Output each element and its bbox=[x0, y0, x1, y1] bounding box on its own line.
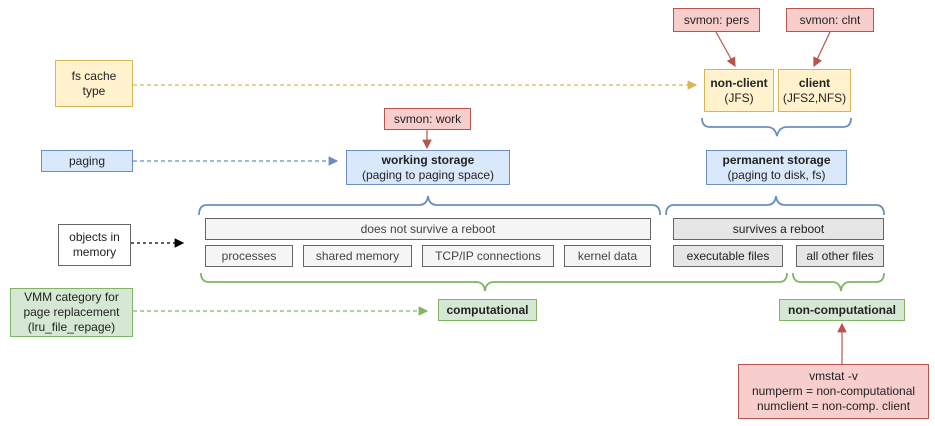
survives-box: survives a reboot bbox=[673, 218, 884, 240]
svmon-pers-box: svmon: pers bbox=[673, 8, 760, 32]
tcpip-connections-box: TCP/IP connections bbox=[422, 245, 554, 267]
client-box: client (JFS2,NFS) bbox=[778, 69, 851, 112]
all-other-files-box: all other files bbox=[796, 245, 884, 267]
svmon-work-label: svmon: work bbox=[393, 111, 462, 126]
working-storage-box: working storage (paging to paging space) bbox=[346, 150, 510, 185]
processes-label: processes bbox=[221, 248, 277, 263]
does-not-survive-box: does not survive a reboot bbox=[205, 218, 651, 240]
vmm-category-box: VMM category for page replacement (lru_f… bbox=[10, 288, 133, 337]
executable-files-box: executable files bbox=[673, 245, 783, 267]
fs-cache-type-box: fs cache type bbox=[55, 60, 133, 107]
kernel-data-box: kernel data bbox=[564, 245, 651, 267]
vmm-category-label: VMM category for page replacement (lru_f… bbox=[23, 290, 120, 334]
permanent-storage-title: permanent storage bbox=[722, 152, 831, 167]
permanent-storage-box: permanent storage (paging to disk, fs) bbox=[706, 150, 847, 185]
svmon-clnt-label: svmon: clnt bbox=[799, 12, 861, 27]
computational-label: computational bbox=[446, 302, 529, 317]
objects-in-memory-box: objects in memory bbox=[58, 224, 131, 266]
executable-files-label: executable files bbox=[686, 248, 770, 263]
client-sub: (JFS2,NFS) bbox=[782, 90, 847, 105]
vmstat-line-2: numperm = non-computational bbox=[751, 384, 916, 398]
paging-label: paging bbox=[68, 153, 106, 168]
brace-working bbox=[198, 195, 661, 216]
brace-computational bbox=[200, 272, 788, 292]
non-client-title: non-client bbox=[710, 75, 768, 90]
tcpip-connections-label: TCP/IP connections bbox=[435, 248, 541, 263]
non-computational-label: non-computational bbox=[788, 302, 896, 317]
objects-in-memory-label: objects in memory bbox=[69, 230, 120, 259]
client-title: client bbox=[798, 75, 831, 90]
non-computational-box: non-computational bbox=[779, 299, 905, 321]
svmon-clnt-box: svmon: clnt bbox=[786, 8, 874, 32]
fs-cache-type-label: fs cache type bbox=[71, 68, 117, 98]
brace-permanent bbox=[665, 195, 885, 216]
non-client-box: non-client (JFS) bbox=[704, 69, 774, 112]
vmstat-line-1: vmstat -v bbox=[809, 369, 858, 383]
all-other-files-label: all other files bbox=[806, 248, 874, 263]
computational-box: computational bbox=[438, 299, 537, 321]
shared-memory-label: shared memory bbox=[315, 248, 400, 263]
non-client-sub: (JFS) bbox=[724, 90, 754, 105]
svmon-pers-arrow bbox=[715, 31, 736, 68]
processes-box: processes bbox=[205, 245, 293, 267]
kernel-data-label: kernel data bbox=[577, 248, 638, 263]
brace-non-computational bbox=[792, 272, 885, 292]
brace-file-cache bbox=[701, 117, 852, 137]
vmstat-box: vmstat -v numperm = non-computational nu… bbox=[738, 364, 929, 419]
survives-label: survives a reboot bbox=[732, 221, 825, 236]
vmstat-line-3: numclient = non-comp. client bbox=[756, 399, 911, 413]
working-storage-sub: (paging to paging space) bbox=[361, 167, 495, 182]
shared-memory-box: shared memory bbox=[303, 245, 412, 267]
does-not-survive-label: does not survive a reboot bbox=[360, 221, 496, 236]
working-storage-title: working storage bbox=[381, 152, 475, 167]
svmon-clnt-arrow bbox=[813, 31, 831, 68]
svmon-work-box: svmon: work bbox=[384, 108, 471, 130]
svmon-pers-label: svmon: pers bbox=[683, 12, 750, 27]
permanent-storage-sub: (paging to disk, fs) bbox=[727, 167, 826, 182]
paging-box: paging bbox=[41, 150, 133, 172]
